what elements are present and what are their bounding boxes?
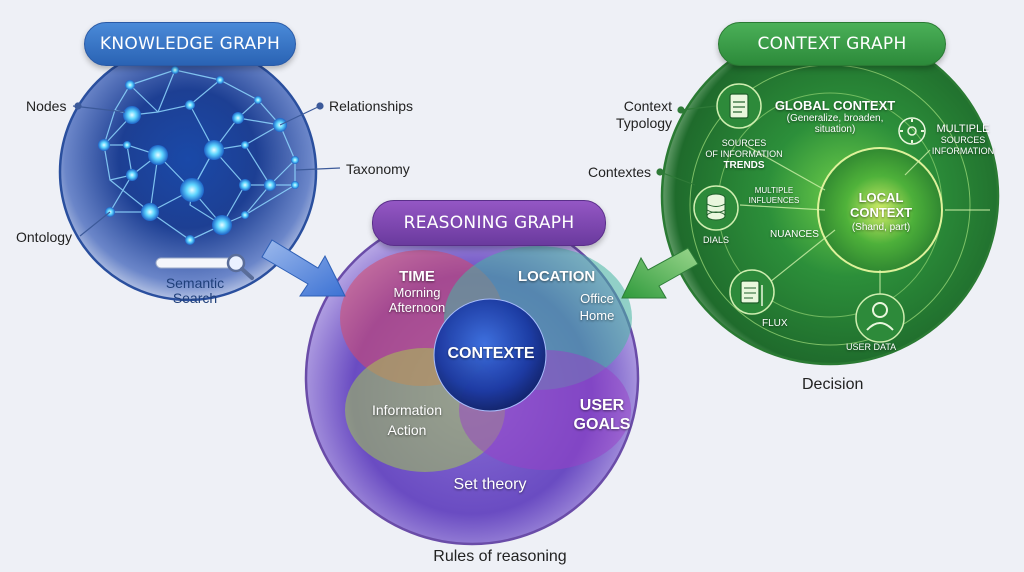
set-action-line: Action	[387, 422, 427, 438]
context-typology-line1: Context	[623, 98, 672, 114]
sources-line2: OF INFORMATION	[705, 149, 783, 159]
label-taxonomy: Taxonomy	[346, 161, 410, 177]
search-icon	[226, 253, 254, 280]
database-icon	[693, 185, 739, 231]
semantic-search-bar	[155, 253, 254, 280]
label-flux: FLUX	[762, 318, 788, 329]
set-time-line1: Morning	[393, 285, 441, 300]
arrow-context-to-reasoning	[621, 247, 699, 299]
knowledge-graph-title-text: KNOWLEDGE GRAPH	[99, 34, 281, 54]
arrow-knowledge-to-reasoning	[261, 239, 346, 297]
set-time: TIME Morning Afternoon	[362, 268, 472, 315]
label-contextes: Contextes	[588, 164, 652, 180]
multiple-sources-line2: SOURCES	[940, 135, 986, 145]
multiple-influences-line1: MULTIPLE	[754, 186, 794, 195]
set-user-line: USER	[579, 397, 625, 414]
local-context-line2: CONTEXT	[849, 205, 913, 220]
set-location-title: LOCATION	[518, 268, 596, 285]
set-location-line1: Office	[580, 291, 614, 306]
label-dials: DIALS	[703, 235, 730, 245]
set-location: Office Home	[562, 290, 632, 324]
knowledge-graph-title: KNOWLEDGE GRAPH	[84, 22, 296, 66]
context-typology-line2: Typology	[616, 115, 673, 131]
reasoning-graph-title-text: REASONING GRAPH	[403, 213, 575, 233]
multiple-influences-block: MULTIPLE INFLUENCES	[744, 186, 804, 206]
set-goals-line: GOALS	[573, 416, 631, 433]
multiple-sources-line1: MULTIPLE	[936, 123, 990, 135]
set-time-title: TIME	[399, 268, 435, 285]
multiple-influences-line2: INFLUENCES	[748, 196, 800, 205]
local-context-sub: (Shand, part)	[851, 222, 911, 233]
set-information-action: Information Action	[350, 400, 464, 440]
local-context-line1: LOCAL	[858, 190, 904, 205]
label-user-data: USER DATA	[846, 342, 897, 352]
multiple-sources-line3: INFORMATION	[931, 146, 995, 156]
context-label-connectors	[656, 105, 717, 186]
document-icon	[716, 83, 762, 129]
label-set-theory: Set theory	[453, 476, 527, 493]
label-nodes: Nodes	[26, 98, 67, 114]
file-stack-icon	[729, 269, 775, 315]
context-graph-title: CONTEXT GRAPH	[718, 22, 946, 66]
label-rules-of-reasoning: Rules of reasoning	[433, 548, 567, 565]
semantic-search-line2: Search	[172, 290, 218, 306]
semantic-search-line1: Semantic	[165, 275, 225, 291]
sources-line1: SOURCES	[721, 138, 767, 148]
local-context-block: LOCAL CONTEXT (Shand, part)	[838, 190, 924, 235]
label-decision: Decision	[802, 376, 864, 393]
reasoning-graph-sphere	[304, 210, 640, 546]
set-user-goals: USER GOALS	[566, 396, 638, 434]
gear-icon	[898, 117, 926, 145]
global-context-sub1: (Generalize, broaden,	[786, 113, 884, 124]
global-context-block: GLOBAL CONTEXT (Generalize, broaden, sit…	[770, 98, 900, 135]
reasoning-graph-title: REASONING GRAPH	[372, 200, 606, 246]
label-relationships: Relationships	[329, 98, 414, 114]
label-nuances: NUANCES	[770, 229, 819, 240]
set-location-line2: Home	[579, 308, 615, 323]
user-icon	[855, 293, 905, 343]
context-center: CONTEXTE	[447, 345, 535, 362]
set-time-line2: Afternoon	[388, 300, 446, 315]
context-graph-title-text: CONTEXT GRAPH	[757, 34, 907, 54]
global-context-sub2: situation)	[814, 124, 856, 135]
global-context-title: GLOBAL CONTEXT	[774, 98, 896, 113]
label-ontology: Ontology	[16, 229, 73, 245]
knowledge-label-connectors	[72, 102, 341, 237]
multiple-sources-block: MULTIPLE SOURCES INFORMATION	[926, 124, 1000, 157]
sources-block: SOURCES OF INFORMATION TRENDS	[696, 138, 792, 171]
label-semantic-search: Semantic Search	[150, 276, 240, 306]
label-context-typology: Context Typology	[616, 98, 672, 132]
sources-line3: TRENDS	[723, 160, 765, 171]
set-information-line: Information	[371, 402, 443, 418]
